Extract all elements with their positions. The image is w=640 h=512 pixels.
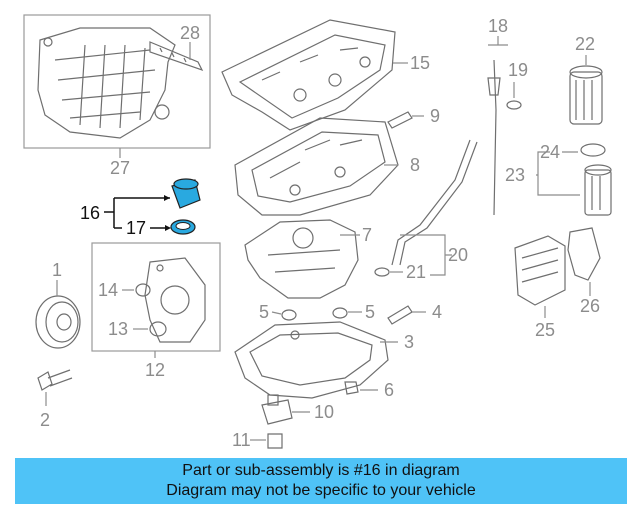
bolt-part-11[interactable] (267, 433, 283, 449)
seal-part-left[interactable] (281, 309, 297, 321)
timing-front-cover-part[interactable] (244, 219, 359, 299)
callout-11: 11 (232, 430, 251, 450)
oil-filler-cap-part[interactable] (171, 178, 201, 209)
leader-18 (488, 36, 508, 46)
timing-cover-part[interactable] (144, 257, 206, 343)
callout-26: 26 (580, 296, 600, 316)
callout-1: 1 (52, 260, 62, 280)
leader-5a (271, 311, 282, 315)
callout-3: 3 (404, 332, 414, 352)
callout-20: 20 (448, 245, 468, 265)
callout-16: 16 (80, 203, 100, 223)
oil-pan-part[interactable] (234, 321, 389, 399)
tube-seal-part[interactable] (374, 267, 390, 277)
callout-8: 8 (410, 155, 420, 175)
intake-manifold-group-box (23, 14, 211, 149)
callout-10: 10 (314, 402, 334, 422)
callout-21: 21 (406, 262, 426, 282)
sensor-part[interactable] (387, 111, 413, 129)
callout-17: 17 (126, 218, 146, 238)
callout-2: 2 (40, 410, 50, 430)
callout-12: 12 (145, 360, 165, 380)
leader-17-arrow (165, 225, 171, 231)
callout-27: 27 (110, 158, 130, 178)
oil-level-sensor-lower-part[interactable] (261, 394, 293, 425)
leader-16-arrow (164, 195, 170, 201)
callout-9: 9 (430, 106, 440, 126)
timing-cover-group-box (91, 242, 221, 352)
callout-24: 24 (540, 142, 560, 162)
callout-13: 13 (108, 319, 128, 339)
dipstick-seal-part[interactable] (506, 100, 522, 110)
callout-4: 4 (432, 302, 442, 322)
callout-7: 7 (362, 225, 372, 245)
filter-oring-part[interactable] (580, 143, 606, 157)
leader-23-24 (536, 151, 580, 196)
banner-line-1: Part or sub-assembly is #16 in diagram (182, 462, 460, 479)
callout-5-left: 5 (259, 302, 269, 322)
callout-19: 19 (508, 60, 528, 80)
cover-seal-part-13[interactable] (149, 321, 167, 337)
callout-15: 15 (410, 53, 430, 73)
cover-seal-part-14[interactable] (135, 283, 151, 297)
cylinder-head-part[interactable] (234, 117, 399, 216)
callout-23: 23 (505, 165, 525, 185)
callout-14: 14 (98, 280, 118, 300)
info-banner: Part or sub-assembly is #16 in diagram D… (15, 458, 627, 504)
valve-cover-part[interactable] (221, 19, 396, 131)
callout-22: 22 (575, 34, 595, 54)
callout-18: 18 (488, 16, 508, 36)
oil-filter-part[interactable] (569, 65, 603, 125)
callout-6: 6 (384, 380, 394, 400)
intake-manifold-part[interactable] (37, 27, 176, 139)
dipstick-tube-part[interactable] (391, 139, 478, 266)
callout-28: 28 (180, 23, 200, 43)
filter-element-part[interactable] (584, 164, 612, 216)
callout-5-right: 5 (365, 302, 375, 322)
leader-20 (400, 234, 452, 276)
oil-level-sensor-part[interactable] (387, 305, 413, 325)
drain-plug-part[interactable] (344, 381, 359, 395)
dipstick-part[interactable] (487, 59, 501, 216)
oil-filler-seal-part[interactable] (170, 219, 196, 235)
crankshaft-pulley-part[interactable] (35, 295, 81, 349)
pulley-bolt-part[interactable] (37, 369, 73, 391)
cooler-gasket-part[interactable] (567, 227, 601, 281)
oil-cooler-part[interactable] (514, 235, 566, 306)
callout-25: 25 (535, 320, 555, 340)
leader-16 (104, 197, 170, 229)
seal-part-right[interactable] (332, 307, 348, 319)
banner-line-2: Diagram may not be specific to your vehi… (166, 482, 476, 499)
intake-gasket-part[interactable] (149, 41, 204, 72)
